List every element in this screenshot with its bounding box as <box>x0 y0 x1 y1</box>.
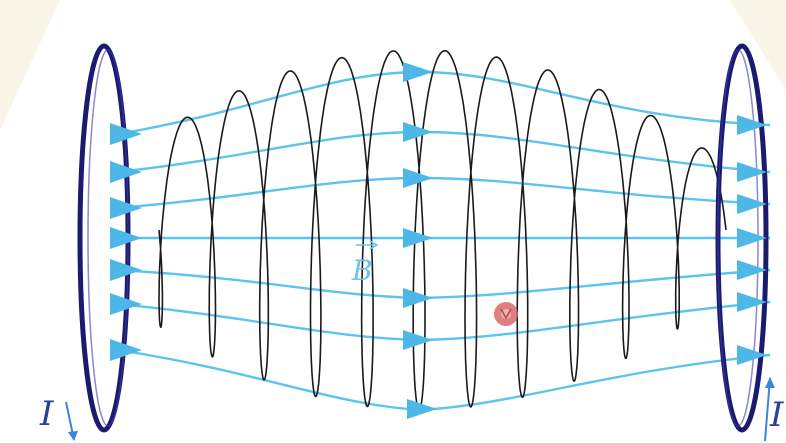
field-arrowhead-right <box>737 292 767 312</box>
field-arrowhead-middle <box>403 288 433 308</box>
field-arrowhead-middle <box>407 399 437 419</box>
field-arrowhead-left <box>110 227 142 249</box>
field-arrowhead-middle <box>403 228 433 248</box>
field-arrowhead-right <box>737 228 767 248</box>
field-arrowhead-left <box>110 259 142 281</box>
magnetic-field-lines <box>117 70 771 412</box>
field-line <box>117 70 771 136</box>
field-arrowhead-middle <box>403 330 433 350</box>
field-arrowhead-left <box>110 293 142 315</box>
particle-helix-trajectory <box>158 49 727 411</box>
right-current-indicator: I <box>764 377 784 442</box>
field-arrowhead-right <box>737 194 767 214</box>
field-arrowhead-right <box>737 115 767 135</box>
field-arrowhead-right <box>737 260 767 280</box>
field-line <box>117 348 771 412</box>
field-arrowhead-middle <box>403 122 433 142</box>
field-label-group: B <box>351 240 379 287</box>
field-arrowhead-middle <box>403 62 433 82</box>
field-arrowhead-left <box>110 197 142 219</box>
field-arrowhead-right <box>737 162 767 182</box>
current-label-right: I <box>769 395 784 435</box>
charged-particle-icon <box>494 302 518 326</box>
field-arrowhead-left <box>110 123 142 145</box>
field-arrowhead-right <box>737 345 767 365</box>
left-current-indicator: I <box>39 394 78 441</box>
current-label-left: I <box>39 394 54 434</box>
field-label: B <box>351 254 373 287</box>
field-line-arrows <box>110 62 767 419</box>
field-arrowhead-left <box>110 161 142 183</box>
field-arrowhead-middle <box>403 168 433 188</box>
field-line <box>117 130 771 174</box>
field-arrowhead-left <box>110 339 142 361</box>
